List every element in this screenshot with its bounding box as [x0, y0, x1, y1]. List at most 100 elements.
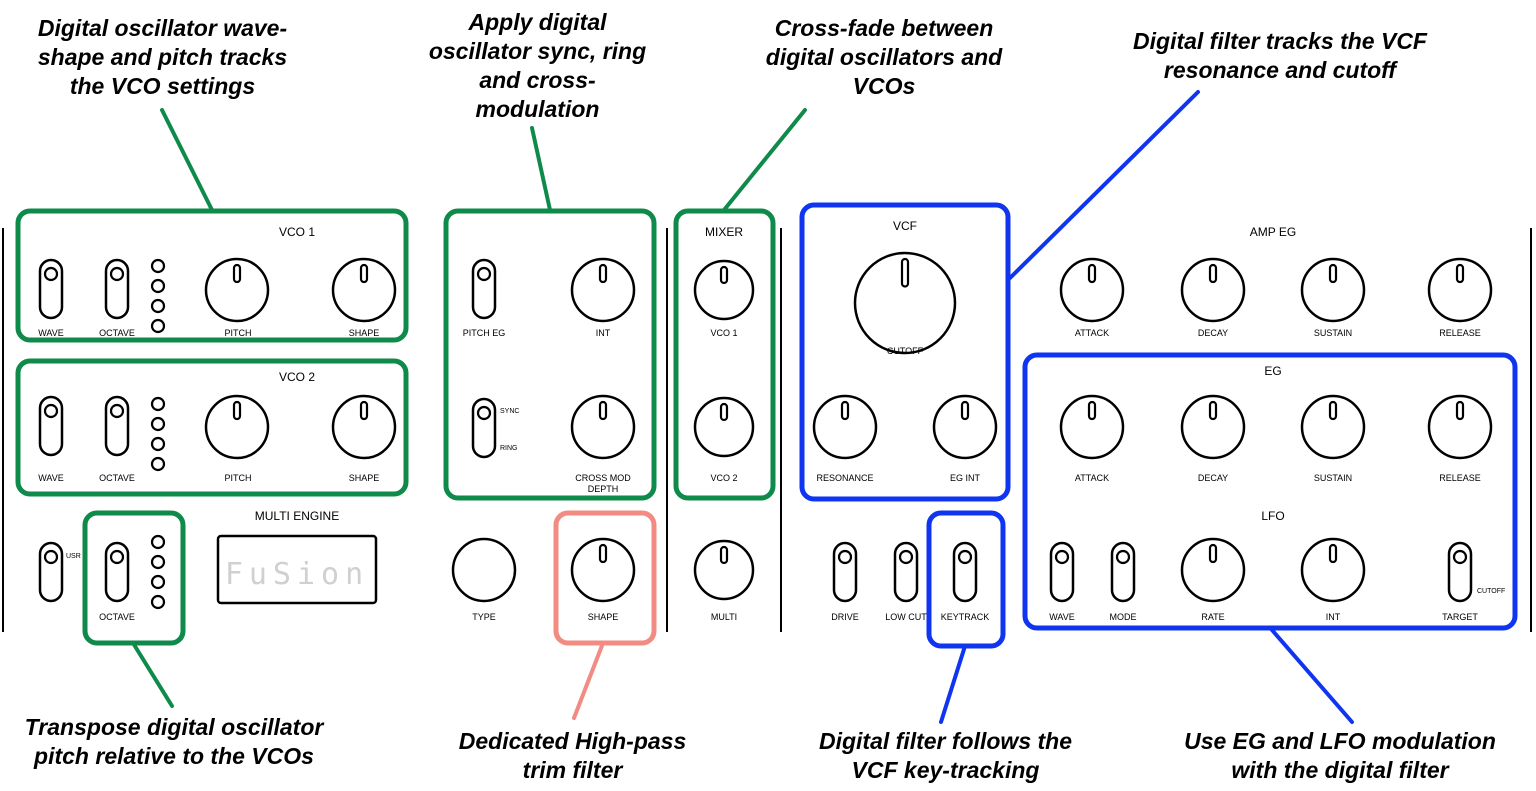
amp-decay-knob[interactable] [1180, 257, 1246, 323]
annotation-eg-lfo: Use EG and LFO modulation with the digit… [1184, 728, 1496, 783]
annotation-filter-tracks: Digital filter tracks the VCF resonance … [1133, 28, 1427, 83]
highlight-vcf [799, 202, 1011, 502]
vco1-shape-knob[interactable] [331, 257, 397, 323]
highlight-vco2 [15, 358, 409, 497]
vco2-octave-leds [150, 396, 166, 472]
hpf-shape-knob[interactable] [570, 537, 636, 603]
display-text: FuSion [225, 557, 369, 592]
vco1-wave-label: WAVE [38, 328, 64, 338]
vcf-resonance-knob[interactable] [812, 394, 878, 460]
connector-transpose [131, 641, 174, 708]
mixer-multi-label: MULTI [711, 612, 737, 622]
annotation-crossfade: Cross-fade between digital oscillators a… [765, 15, 1003, 99]
multi-engine-title: MULTI ENGINE [255, 509, 339, 523]
resonance-label: RESONANCE [816, 473, 873, 483]
type-knob[interactable] [451, 537, 517, 603]
connector-highpass [572, 641, 605, 720]
mixer-vco1-knob[interactable] [693, 259, 755, 321]
connector-vco [160, 108, 214, 212]
low-cut-switch[interactable] [893, 541, 919, 603]
lfo-wave-switch[interactable] [1049, 541, 1075, 603]
vco1-pitch-knob[interactable] [204, 257, 270, 323]
eg-sustain-knob[interactable] [1300, 394, 1366, 460]
mixer-vco2-label: VCO 2 [710, 473, 737, 483]
vco2-title: VCO 2 [279, 370, 315, 384]
lfo-wave-label: WAVE [1049, 612, 1075, 622]
eg-release-knob[interactable] [1427, 394, 1493, 460]
multi-octave-switch[interactable] [104, 541, 130, 603]
int-label: INT [596, 328, 611, 338]
lfo-mode-switch[interactable] [1110, 541, 1136, 603]
cutoff-label: CUTOFF [887, 346, 924, 356]
annotation-transpose: Transpose digital oscillator pitch relat… [24, 714, 324, 769]
drive-switch[interactable] [832, 541, 858, 603]
low-cut-label: LOW CUT [885, 612, 927, 622]
lfo-int-knob[interactable] [1300, 537, 1366, 603]
annotation-highpass: Dedicated High-pass trim filter [458, 728, 687, 783]
ring-label: RING [500, 445, 518, 452]
highlight-vco1 [15, 208, 409, 343]
vco1-octave-label: OCTAVE [99, 328, 135, 338]
amp-sustain-label: SUSTAIN [1314, 328, 1352, 338]
vco2-pitch-knob[interactable] [204, 394, 270, 460]
mixer-vco2-knob[interactable] [693, 396, 755, 458]
eg-decay-knob[interactable] [1180, 394, 1246, 460]
lfo-rate-knob[interactable] [1180, 537, 1246, 603]
connector-crossfade [722, 108, 807, 212]
connector-filter [1008, 90, 1200, 280]
mixer-multi-knob[interactable] [693, 539, 755, 601]
eg-title: EG [1264, 364, 1281, 378]
lfo-target-switch[interactable] [1447, 541, 1473, 603]
keytrack-label: KEYTRACK [941, 612, 990, 622]
mixer-title: MIXER [705, 225, 743, 239]
vcf-eg-int-knob[interactable] [932, 394, 998, 460]
connector-sync [530, 126, 552, 212]
hpf-shape-label: SHAPE [588, 612, 619, 622]
eg-attack-knob[interactable] [1059, 394, 1125, 460]
amp-sustain-knob[interactable] [1300, 257, 1366, 323]
highlight-mixer [673, 208, 776, 501]
vcf-cutoff-knob[interactable] [853, 251, 957, 355]
vco2-wave-label: WAVE [38, 473, 64, 483]
vco1-pitch-label: PITCH [225, 328, 252, 338]
highlight-multi-octave [82, 510, 186, 646]
annotation-vco-tracking: Digital oscillator wave- shape and pitch… [37, 15, 288, 99]
type-label: TYPE [472, 612, 496, 622]
int-knob[interactable] [570, 257, 636, 323]
eg-decay-label: DECAY [1198, 473, 1228, 483]
target-cutoff-label: CUTOFF [1477, 588, 1505, 595]
connector-eg-lfo [1270, 628, 1354, 724]
connector-keytrack [939, 644, 967, 724]
vco2-shape-knob[interactable] [331, 394, 397, 460]
vcf-title: VCF [893, 219, 917, 233]
drive-label: DRIVE [831, 612, 859, 622]
amp-attack-label: ATTACK [1075, 328, 1109, 338]
depth-label: DEPTH [588, 484, 619, 494]
cross-mod-depth-knob[interactable] [570, 394, 636, 460]
pitch-eg-switch[interactable] [471, 258, 497, 320]
vco2-octave-label: OCTAVE [99, 473, 135, 483]
highlight-hpf-shape [553, 510, 657, 646]
amp-release-label: RELEASE [1439, 328, 1481, 338]
highlight-keytrack [926, 510, 1006, 649]
keytrack-switch[interactable] [952, 541, 978, 603]
multi-usr-switch[interactable] [38, 541, 64, 603]
eg-int-label: EG INT [950, 473, 981, 483]
vco2-octave-switch[interactable] [104, 395, 130, 457]
sync-ring-switch[interactable] [471, 397, 497, 459]
vco1-octave-switch[interactable] [104, 258, 130, 320]
sync-label: SYNC [500, 408, 519, 415]
vco2-wave-switch[interactable] [38, 395, 64, 457]
cross-mod-label: CROSS MOD [575, 473, 631, 483]
amp-attack-knob[interactable] [1059, 257, 1125, 323]
mixer-vco1-label: VCO 1 [710, 328, 737, 338]
vco1-octave-leds [150, 258, 166, 334]
highlight-eg-lfo [1022, 352, 1518, 631]
vco1-wave-switch[interactable] [38, 258, 64, 320]
annotation-keytrack: Digital filter follows the VCF key-track… [818, 728, 1072, 783]
lfo-target-label: TARGET [1442, 612, 1478, 622]
lfo-rate-label: RATE [1201, 612, 1224, 622]
eg-attack-label: ATTACK [1075, 473, 1109, 483]
amp-decay-label: DECAY [1198, 328, 1228, 338]
amp-release-knob[interactable] [1427, 257, 1493, 323]
